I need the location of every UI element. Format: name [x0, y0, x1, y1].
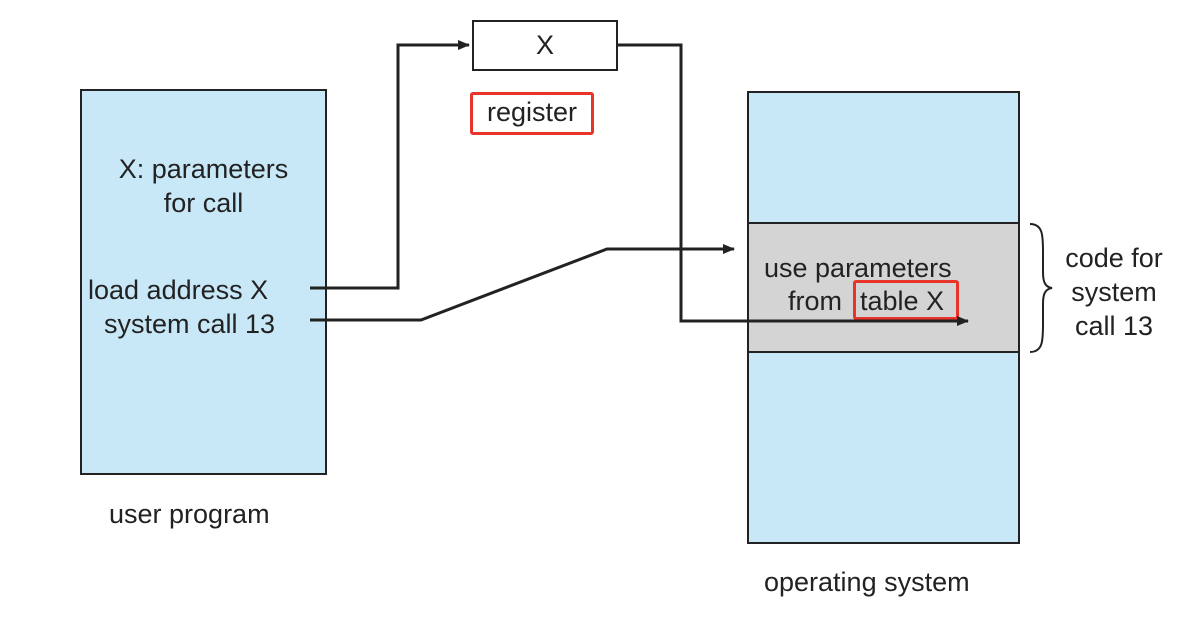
table-x-highlight [853, 280, 959, 320]
user-program-syscall-line: system call 13 [104, 309, 276, 339]
operating-system-caption: operating system [764, 567, 970, 597]
user-program-params-line2: for call [163, 188, 244, 218]
brace-label-line3: call 13 [1074, 311, 1154, 341]
register-box [472, 20, 618, 71]
user-program-caption: user program [109, 499, 270, 529]
system-call-arrow [310, 244, 735, 322]
brace-label-line1: code for [1065, 243, 1163, 273]
register-label: register [486, 97, 578, 127]
brace-label-line2: system [1071, 277, 1157, 307]
os-code-line2-prefix: from [788, 286, 842, 316]
code-region-brace [1029, 223, 1053, 353]
system-call-code-region [747, 222, 1020, 353]
user-program-load-line: load address X [88, 275, 269, 305]
os-code-line1: use parameters [764, 253, 952, 283]
os-code-line2-highlight: table X [860, 286, 945, 316]
load-address-arrow [310, 40, 470, 290]
user-program-params-line1: X: parameters [118, 154, 289, 184]
register-to-table-arrow [618, 43, 969, 326]
register-value: X [535, 30, 554, 60]
register-highlight [470, 92, 594, 135]
user-program-block [80, 89, 327, 475]
